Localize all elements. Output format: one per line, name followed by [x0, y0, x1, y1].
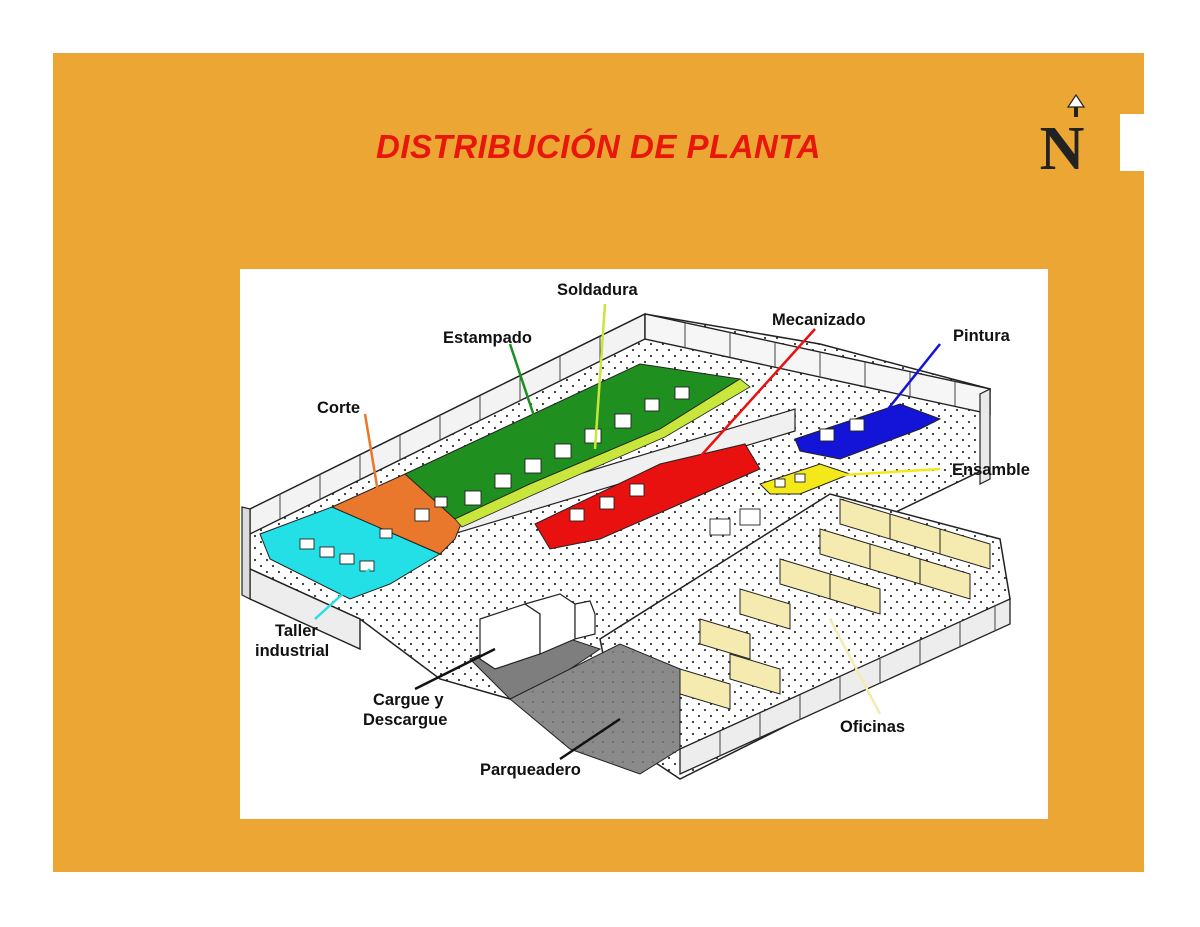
leader-corte — [363, 413, 382, 505]
leader-soldadura — [593, 303, 607, 450]
label-oficinas: Oficinas — [840, 718, 905, 736]
north-arrow-n-logo-icon: N — [1040, 93, 1086, 175]
label-soldadura: Soldadura — [557, 281, 639, 299]
zone-mecanizado — [534, 443, 761, 550]
leader-pintura — [879, 343, 941, 420]
label-estampado: Estampado — [443, 329, 532, 347]
truck-icon — [479, 593, 596, 670]
leader-parqueadero — [559, 717, 621, 761]
slide: DISTRIBUCIÓN DE PLANTA N — [53, 53, 1144, 872]
plant-isometric-drawing: Soldadura Mecanizado Estampado Pintura C… — [241, 281, 1030, 780]
label-taller-line1: Taller — [275, 622, 318, 640]
leader-oficinas — [828, 618, 882, 715]
leader-taller — [314, 568, 371, 620]
zone-pintura — [794, 403, 942, 460]
label-pintura: Pintura — [953, 327, 1011, 345]
logo-white-tab — [1120, 114, 1144, 171]
leader-mecanizado — [679, 328, 816, 480]
office-front-wall — [679, 597, 1011, 776]
label-corte: Corte — [317, 399, 360, 417]
office-rooms — [679, 498, 991, 710]
svg-text:N: N — [1040, 115, 1085, 175]
leader-cargue — [414, 647, 496, 691]
leader-estampado — [508, 343, 552, 465]
label-mecanizado: Mecanizado — [772, 311, 866, 329]
label-cargue-line1: Cargue y — [373, 691, 444, 709]
label-cargue-line2: Descargue — [363, 711, 447, 729]
label-taller-line2: industrial — [255, 642, 329, 660]
label-parqueadero: Parqueadero — [480, 761, 581, 779]
plant-layout-figure: Soldadura Mecanizado Estampado Pintura C… — [240, 269, 1048, 819]
slide-title: DISTRIBUCIÓN DE PLANTA — [376, 128, 821, 165]
right-side-wall — [979, 388, 991, 485]
left-side-wall — [241, 506, 251, 600]
zone-soldadura-strip — [454, 378, 751, 528]
label-ensamble: Ensamble — [952, 461, 1030, 479]
leader-ensamble — [809, 467, 941, 479]
